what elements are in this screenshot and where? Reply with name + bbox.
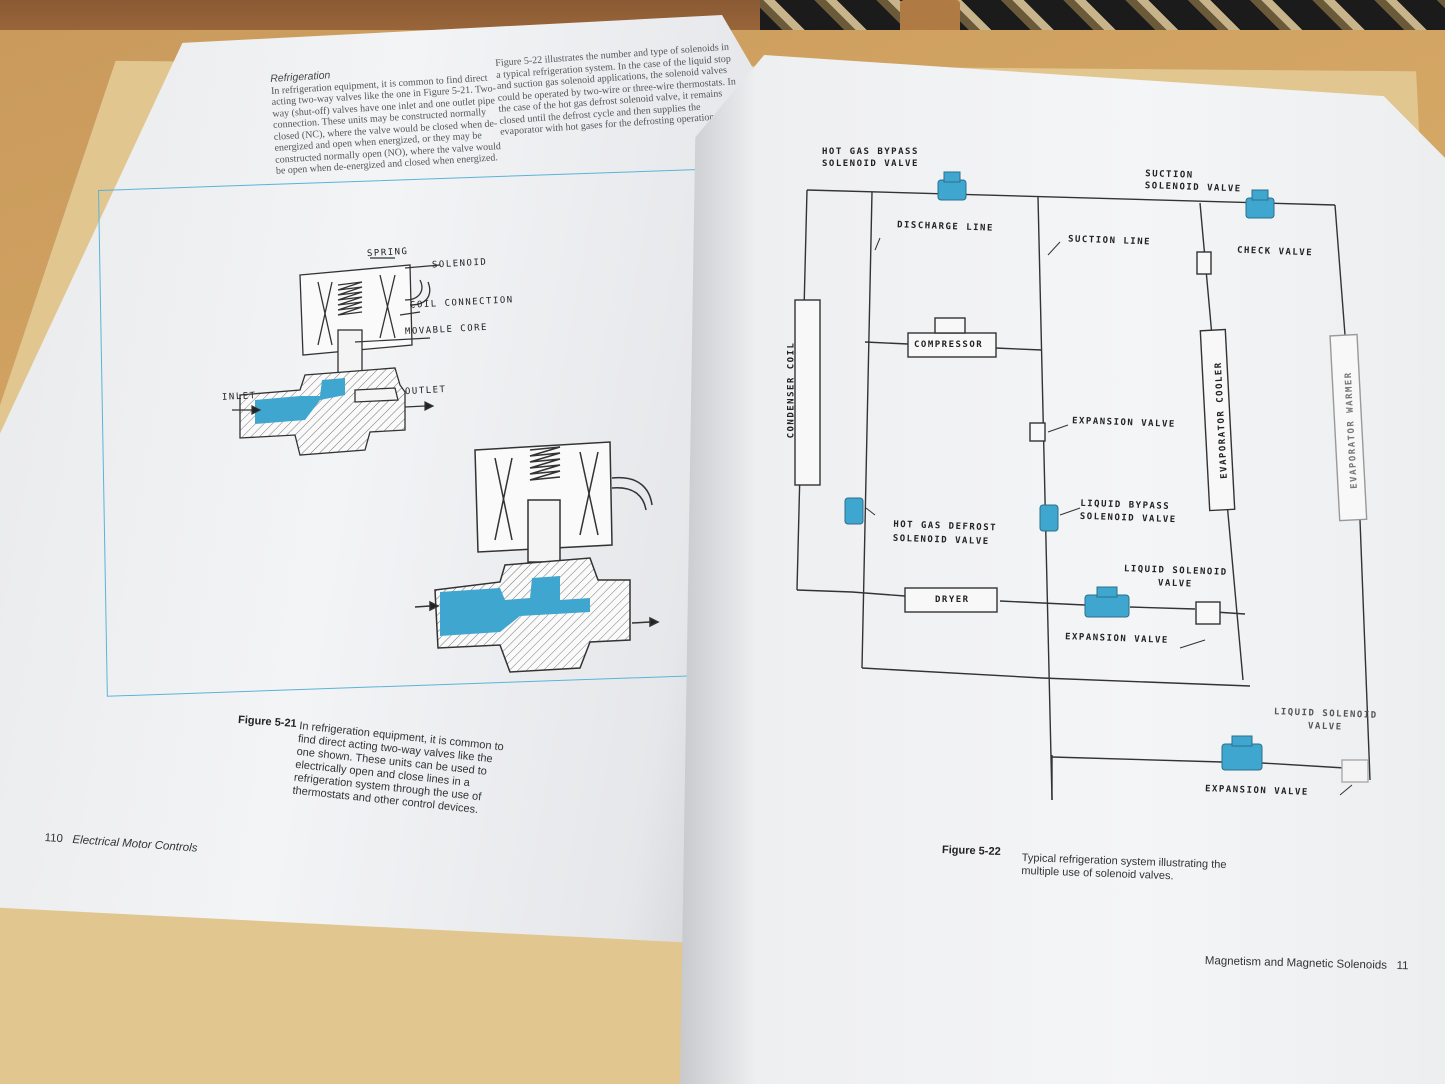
label-dryer: DRYER: [935, 595, 970, 605]
right-page-number: 11: [1396, 960, 1409, 973]
label-hot-gas-defrost: HOT GAS DEFROST SOLENOID VALVE: [892, 519, 998, 548]
label-hot-gas-bypass: HOT GAS BYPASS SOLENOID VALVE: [822, 147, 919, 169]
label-condenser-coil: CONDENSER COIL: [786, 341, 797, 439]
label-compressor: COMPRESSOR: [914, 340, 984, 350]
label-suction-solenoid: SUCTION SOLENOID VALVE: [1144, 169, 1242, 195]
label-liquid-bypass: LIQUID BYPASS SOLENOID VALVE: [1079, 498, 1177, 526]
right-page: [680, 55, 1445, 1084]
figure-5-22-number: Figure 5-22: [941, 843, 1001, 859]
label-liquid-solenoid-2: LIQUID SOLENOID VALVE: [1273, 707, 1378, 733]
label-liquid-solenoid-1: LIQUID SOLENOID VALVE: [1123, 564, 1228, 590]
